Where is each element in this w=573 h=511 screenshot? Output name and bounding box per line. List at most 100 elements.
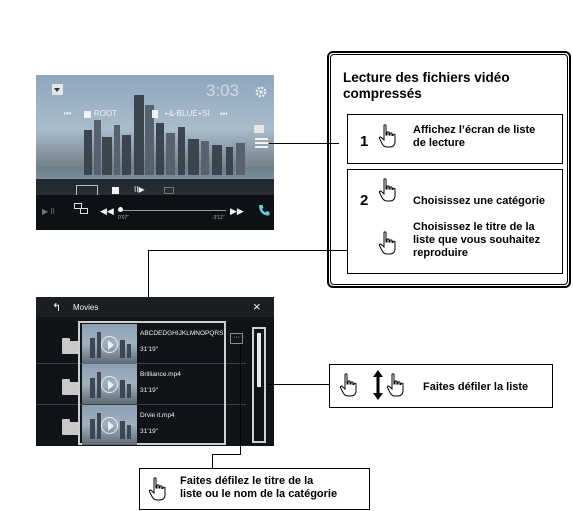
- connector-line: [269, 143, 339, 144]
- list-icon[interactable]: [255, 137, 268, 148]
- gear-icon[interactable]: [254, 85, 268, 99]
- title-scroll-line: Faites défilez le titre de la: [180, 475, 314, 487]
- title-scroll-line: liste ou le nom de la catégorie: [180, 488, 338, 500]
- selection-highlight: [78, 321, 226, 445]
- item-duration: 31'19": [140, 346, 159, 353]
- step-2-line: Choisissez le titre de la: [413, 221, 535, 233]
- step-2-line: reproduire: [413, 247, 469, 259]
- step-2-choose-category: Choisissez une catégorie: [413, 195, 546, 207]
- building: [236, 143, 245, 175]
- connector-line: [148, 250, 347, 251]
- building: [156, 123, 164, 175]
- building: [212, 145, 222, 175]
- list-item[interactable]: Brilliance.mp4 31'19": [80, 364, 224, 404]
- video-thumbnail: [82, 405, 137, 445]
- step-1-number: 1: [360, 133, 369, 150]
- title-scroll-callout-text: Faites défilez le titre de la liste ou l…: [180, 475, 337, 501]
- procedure-title: Lecture des fichiers vidéo compressés: [343, 70, 510, 102]
- hand-tap-icon: [378, 231, 396, 255]
- building: [102, 137, 112, 175]
- building: [201, 141, 209, 175]
- procedure-title-line: compressés: [343, 86, 422, 101]
- scroll-callout: [329, 364, 553, 408]
- file-icon: [152, 110, 158, 118]
- hand-tap-icon: [148, 477, 166, 501]
- source-icon[interactable]: ▶ II: [42, 207, 55, 216]
- item-name: Brilliance.mp4: [140, 371, 181, 378]
- up-arrow-icon[interactable]: ↰: [52, 302, 62, 314]
- double-arrow-icon: [373, 370, 383, 400]
- folder-label: ROOT: [94, 109, 118, 118]
- list-title: Movies: [73, 303, 99, 312]
- phone-icon[interactable]: [258, 203, 270, 216]
- step-2-box: [347, 169, 563, 274]
- title-scroll-callout: [139, 468, 370, 510]
- menu-button[interactable]: [52, 84, 63, 95]
- folder-icon: [62, 338, 80, 354]
- step-1-text: Affichez l’écran de liste de lecture: [413, 124, 535, 150]
- building: [122, 135, 131, 175]
- connector-line: [148, 250, 149, 330]
- close-icon[interactable]: ×: [253, 299, 261, 314]
- video-thumbnail: [82, 364, 137, 404]
- play-icon: [101, 376, 118, 393]
- procedure-inner-frame: [330, 54, 568, 285]
- scroll-callout-label: Faites défiler la liste: [423, 381, 529, 393]
- connector-line: [268, 384, 329, 385]
- play-icon: [101, 417, 118, 434]
- step-1-line: de lecture: [413, 137, 465, 149]
- previous-folder-icon[interactable]: ⏮: [64, 109, 72, 118]
- step-2-number: 2: [360, 192, 369, 209]
- swap-screen-icon[interactable]: [74, 201, 90, 215]
- procedure-frame: [327, 51, 571, 288]
- item-duration: 31'19": [140, 387, 159, 394]
- building: [226, 147, 233, 175]
- list-item[interactable]: ABCDEDGHIJKLMNOPQRS 31'19": [80, 323, 224, 364]
- connector-line: [212, 454, 241, 455]
- building: [145, 105, 154, 175]
- rewind-icon[interactable]: ◀◀: [100, 206, 114, 216]
- building: [178, 127, 185, 175]
- repeat-button[interactable]: [164, 187, 174, 194]
- scrollbar-frame: [252, 327, 266, 443]
- play-pause-icon[interactable]: II▶: [134, 185, 145, 194]
- bottom-bar: [36, 195, 274, 230]
- building: [84, 130, 92, 175]
- connector-line: [240, 344, 241, 454]
- connector-line: [212, 454, 213, 468]
- clock: 3:03: [206, 81, 240, 100]
- row-divider: [36, 363, 246, 364]
- hand-tap-icon: [378, 178, 396, 202]
- building: [114, 125, 120, 175]
- hand-tap-icon: [386, 373, 404, 397]
- album-art-icon: [254, 119, 268, 135]
- progress-bar[interactable]: [118, 210, 226, 211]
- elapsed-time: 0'07": [118, 215, 130, 221]
- movies-list-screen: ↰ Movies × ABCDEDGHIJKLMNOPQRS 31'19" Br…: [36, 297, 274, 446]
- item-name: ABCDEDGHIJKLMNOPQRS: [140, 330, 224, 337]
- folder-icon: [62, 379, 80, 395]
- building: [166, 133, 175, 175]
- scrollbar-thumb[interactable]: [257, 333, 261, 387]
- more-button[interactable]: ···: [230, 333, 243, 344]
- building: [94, 120, 101, 175]
- item-duration: 31'19": [140, 428, 159, 435]
- item-name: Drvie it.mp4: [140, 412, 175, 419]
- folder-icon: [62, 419, 80, 435]
- hand-tap-icon: [378, 124, 396, 148]
- file-label: +&-BLUE+SI: [164, 109, 210, 118]
- building: [134, 95, 144, 175]
- list-item[interactable]: Drvie it.mp4 31'19": [80, 405, 224, 445]
- folder-icon: [84, 111, 91, 118]
- video-thumbnail: [82, 324, 137, 364]
- step-2-choose-title: Choisissez le titre de la liste que vous…: [413, 221, 540, 260]
- list-header: [36, 297, 274, 317]
- stop-icon[interactable]: [112, 187, 119, 194]
- video-playback-screen: 3:03 ⏮ ROOT +&-BLUE+SI ⏭ II▶ ▶ II ◀◀ 0'0…: [36, 75, 274, 230]
- step-2-line: liste que vous souhaitez: [413, 234, 541, 246]
- next-folder-icon[interactable]: ⏭: [220, 109, 228, 118]
- fast-forward-icon[interactable]: ▶▶: [230, 206, 244, 216]
- progress-thumb[interactable]: [118, 207, 123, 212]
- remaining-time: -3'12": [212, 215, 225, 221]
- chevron-down-icon: [54, 88, 60, 92]
